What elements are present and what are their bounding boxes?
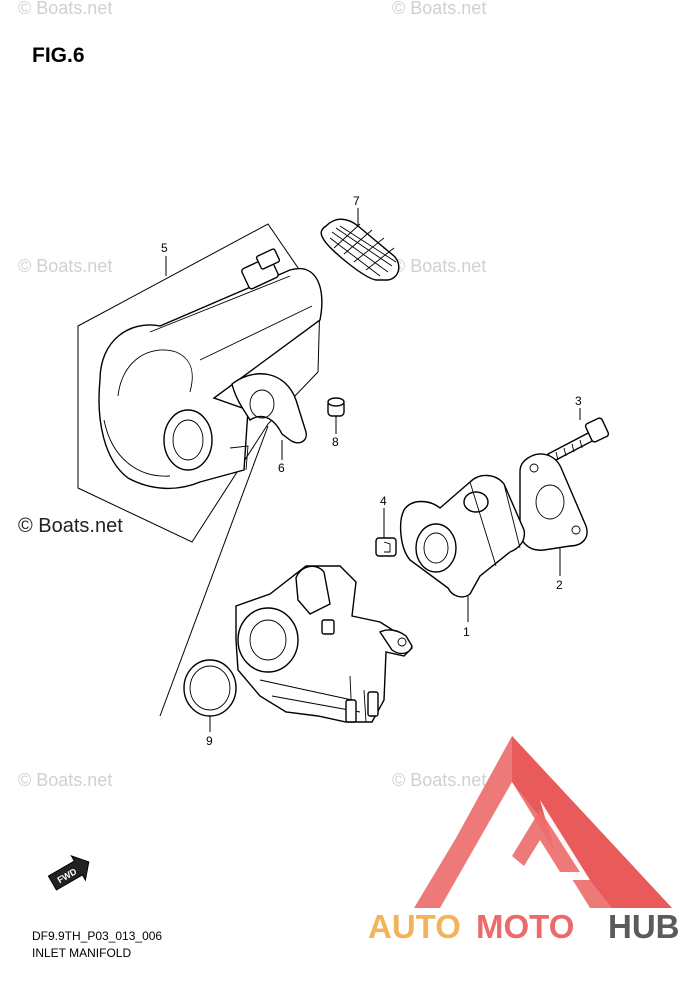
inlet-manifold [399,474,526,598]
intake-screen [320,218,400,281]
watermark-mid-left: © Boats.net [18,256,112,276]
logo-part-auto: AUTO [368,908,461,945]
callout-5: 5 [161,241,168,255]
logo-part-hub: HUB [608,908,680,945]
callout-8: 8 [332,435,339,449]
watermark-top-left: © Boats.net [18,0,112,18]
carburetor [235,565,413,723]
callout-9: 9 [206,734,213,748]
callout-6: 6 [278,461,285,475]
intake-silencer [98,248,323,490]
callout-1: 1 [463,625,470,639]
logo-part-moto: MOTO [476,908,574,945]
bolt [547,417,610,463]
callout-7: 7 [353,194,360,208]
watermark-dark: © Boats.net [18,515,123,537]
watermark-top-right: © Boats.net [392,0,486,18]
o-ring [183,659,237,717]
callout-3: 3 [575,394,582,408]
fwd-arrow-icon: FWD [47,854,90,891]
watermark-mid-right: © Boats.net [392,256,486,276]
manifold-gasket [519,453,588,551]
grommet [327,397,345,417]
callout-4: 4 [380,494,387,508]
watermark-low-left: © Boats.net [18,770,112,790]
diagram-code: DF9.9TH_P03_013_006 [32,929,163,943]
group-leader-line [159,425,269,717]
watermark-low-right: © Boats.net [392,770,486,790]
silencer-gasket [231,373,307,444]
figure-label: FIG.6 [32,44,85,67]
automotohub-logo: AUTO MOTO HUB [368,736,680,945]
diagram-title: INLET MANIFOLD [32,946,132,960]
silencer-gasket-hole [249,389,275,419]
callout-2: 2 [556,578,563,592]
clip [375,537,397,557]
